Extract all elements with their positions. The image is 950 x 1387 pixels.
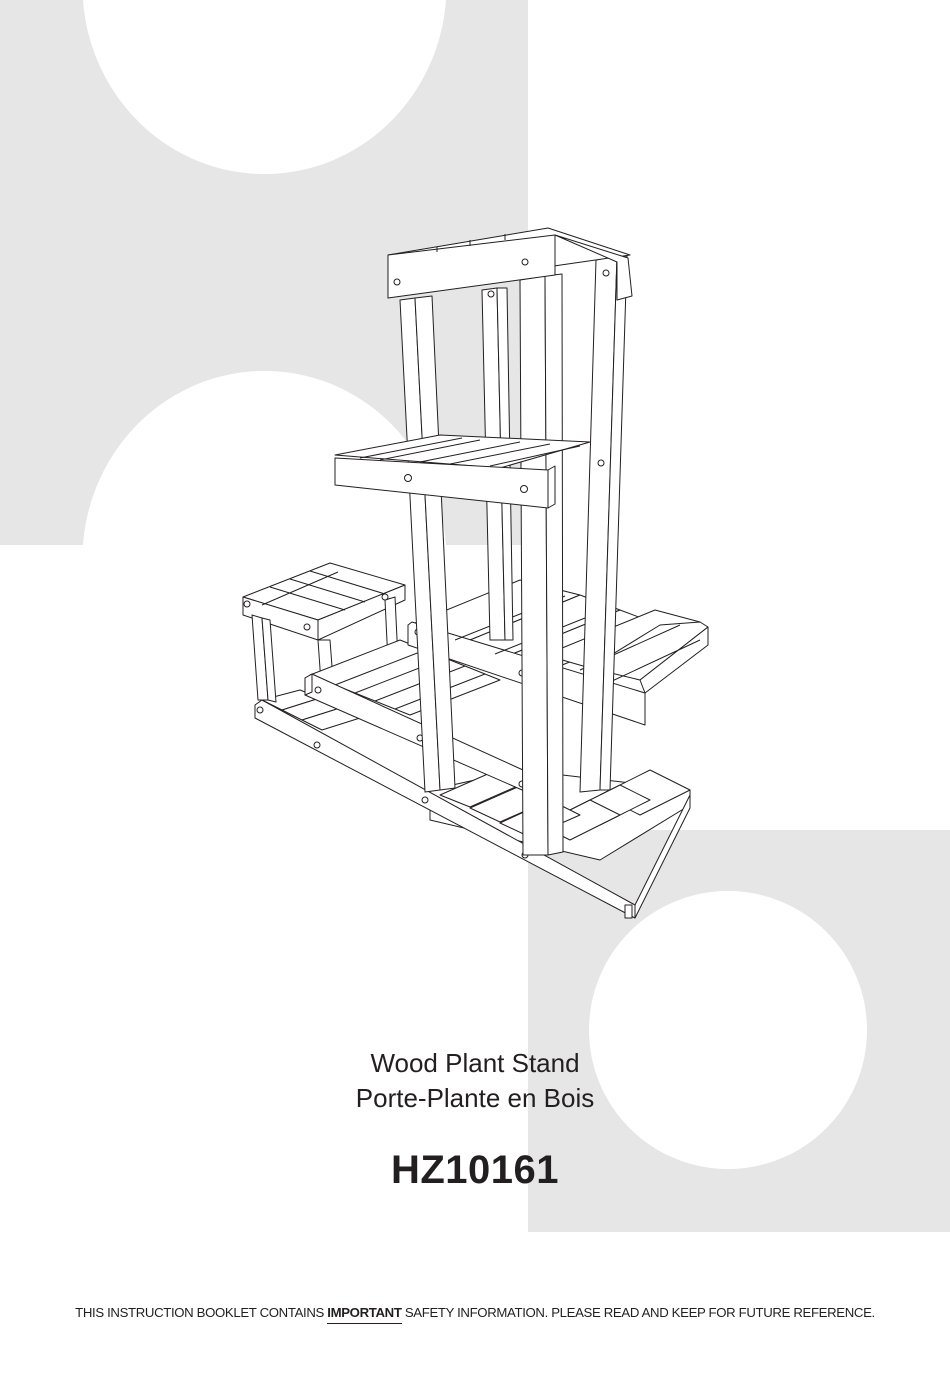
- bottom-right-white-circle: [589, 891, 867, 1169]
- upper-middle-shelf: [334, 434, 591, 509]
- product-title-english: Wood Plant Stand: [370, 1048, 580, 1078]
- product-title-french: Porte-Plante en Bois: [355, 1083, 595, 1113]
- safety-notice-prefix: THIS INSTRUCTION BOOKLET CONTAINS: [75, 1305, 328, 1320]
- safety-notice-suffix: SAFETY INFORMATION. PLEASE READ AND KEEP…: [401, 1305, 875, 1320]
- safety-notice-important: IMPORTANT: [327, 1305, 402, 1324]
- model-number: HZ10161: [390, 1148, 560, 1192]
- top-shelf: [387, 227, 633, 301]
- top-left-gray-block: [0, 0, 528, 545]
- left-stool: [242, 562, 406, 703]
- title-block: Wood Plant Stand Porte-Plante en Bois: [0, 1046, 950, 1116]
- safety-notice: THIS INSTRUCTION BOOKLET CONTAINS IMPORT…: [0, 1305, 950, 1324]
- bottom-base: [254, 689, 691, 919]
